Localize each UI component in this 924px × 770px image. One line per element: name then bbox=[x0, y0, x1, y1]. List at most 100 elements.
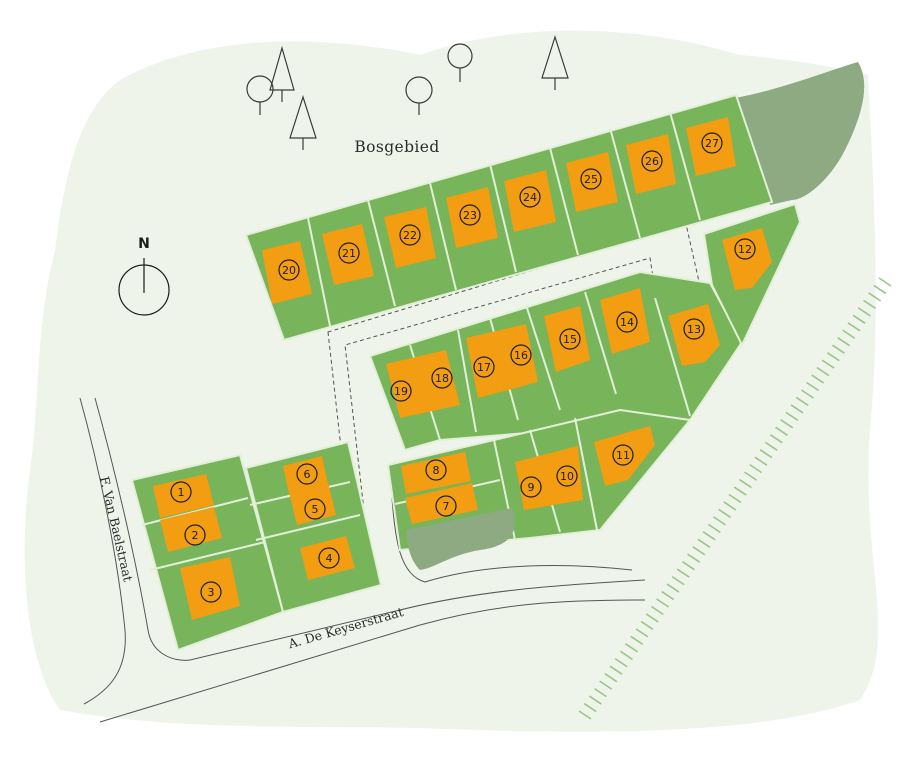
railway-tie bbox=[619, 650, 633, 660]
railway-tie bbox=[738, 478, 752, 489]
lot-20[interactable]: 20 bbox=[278, 259, 300, 281]
lot-number-label: 14 bbox=[620, 316, 634, 329]
lot-number-circle bbox=[431, 367, 453, 389]
north-label: N bbox=[138, 236, 150, 252]
railway-tie bbox=[811, 374, 825, 384]
railway-track bbox=[578, 277, 892, 720]
lot-number-circle bbox=[296, 463, 318, 485]
railway-tie bbox=[806, 381, 820, 392]
lot-22[interactable]: 22 bbox=[399, 224, 421, 246]
lot-number-label: 16 bbox=[514, 349, 528, 362]
railway-tie bbox=[821, 359, 835, 369]
railway-tie bbox=[857, 307, 871, 317]
lot-18[interactable]: 18 bbox=[431, 367, 453, 389]
lot-number-label: 23 bbox=[463, 209, 477, 222]
lot-1[interactable]: 1 bbox=[170, 481, 192, 503]
lot-5[interactable]: 5 bbox=[304, 498, 326, 520]
lot-numbers: 1234567891011121314151617181920212223242… bbox=[170, 132, 756, 603]
lot-number-label: 8 bbox=[433, 464, 440, 477]
railway-tie bbox=[863, 299, 876, 310]
railway-tie bbox=[630, 635, 644, 646]
lot-14[interactable]: 14 bbox=[616, 311, 638, 333]
lot-16[interactable]: 16 bbox=[510, 344, 532, 366]
lot-number-label: 4 bbox=[326, 552, 333, 565]
lot-15[interactable]: 15 bbox=[559, 328, 581, 350]
railway-tie bbox=[676, 568, 690, 578]
lot-number-circle bbox=[399, 224, 421, 246]
railway-tie bbox=[687, 553, 701, 563]
railway-tie bbox=[614, 658, 628, 668]
tree-conifer-icon bbox=[541, 35, 569, 90]
railway-tie bbox=[878, 277, 892, 287]
railway-tie bbox=[666, 583, 680, 593]
lot-number-label: 26 bbox=[645, 155, 659, 168]
lot-number-circle bbox=[556, 465, 578, 487]
lot-number-label: 7 bbox=[443, 500, 450, 513]
railway-tie bbox=[800, 389, 814, 399]
lot-23[interactable]: 23 bbox=[459, 204, 481, 226]
forest-patch-top bbox=[735, 62, 865, 205]
lot-27[interactable]: 27 bbox=[701, 132, 723, 154]
lot-3[interactable]: 3 bbox=[200, 581, 222, 603]
lot-number-circle bbox=[338, 242, 360, 264]
lot-7[interactable]: 7 bbox=[435, 495, 457, 517]
railway-tie bbox=[832, 344, 845, 354]
lot-26[interactable]: 26 bbox=[641, 150, 663, 172]
lot-number-label: 12 bbox=[738, 243, 752, 256]
lot-17[interactable]: 17 bbox=[473, 356, 495, 378]
lot-number-circle bbox=[519, 186, 541, 208]
railway-tie bbox=[645, 613, 659, 623]
lot-6[interactable]: 6 bbox=[296, 463, 318, 485]
lot-number-label: 18 bbox=[435, 372, 449, 385]
lot-9[interactable]: 9 bbox=[520, 476, 542, 498]
railway-tie bbox=[816, 366, 830, 377]
lot-number-circle bbox=[304, 498, 326, 520]
lot-number-circle bbox=[616, 311, 638, 333]
railway-tie bbox=[578, 710, 592, 720]
lot-number-circle bbox=[683, 318, 705, 340]
railway-tie bbox=[733, 486, 747, 496]
railway-tie bbox=[625, 643, 638, 653]
lot-number-circle bbox=[278, 259, 300, 281]
lot-number-label: 2 bbox=[192, 529, 199, 542]
lot-number-circle bbox=[459, 204, 481, 226]
lot-11[interactable]: 11 bbox=[612, 444, 634, 466]
lot-2[interactable]: 2 bbox=[184, 524, 206, 546]
lot-12[interactable]: 12 bbox=[734, 238, 756, 260]
lot-number-circle bbox=[473, 356, 495, 378]
lot-21[interactable]: 21 bbox=[338, 242, 360, 264]
railway-tie bbox=[852, 314, 866, 324]
lot-25[interactable]: 25 bbox=[580, 168, 602, 190]
lot-8[interactable]: 8 bbox=[425, 459, 447, 481]
railway-tie bbox=[744, 471, 757, 481]
lot-number-label: 10 bbox=[560, 470, 574, 483]
railway-tie bbox=[847, 322, 861, 332]
lot-number-label: 11 bbox=[616, 449, 630, 462]
railway-tie bbox=[780, 419, 794, 429]
railway-tie bbox=[650, 605, 664, 616]
railway-tie bbox=[656, 598, 670, 608]
railway-tie bbox=[723, 501, 737, 511]
railway-tie bbox=[837, 337, 851, 347]
tree-conifer-icon bbox=[289, 95, 317, 150]
lot-10[interactable]: 10 bbox=[556, 465, 578, 487]
lot-number-label: 6 bbox=[304, 468, 311, 481]
lot-number-circle bbox=[184, 524, 206, 546]
railway-tie bbox=[682, 561, 695, 571]
trees bbox=[246, 35, 569, 150]
railway-tie bbox=[635, 628, 649, 638]
railway-tie bbox=[749, 463, 763, 474]
lot-number-circle bbox=[425, 459, 447, 481]
lot-13[interactable]: 13 bbox=[683, 318, 705, 340]
railway-tie bbox=[604, 673, 618, 683]
lot-number-label: 17 bbox=[477, 361, 491, 374]
railway-tie bbox=[609, 665, 623, 675]
lot-4[interactable]: 4 bbox=[318, 547, 340, 569]
lot-24[interactable]: 24 bbox=[519, 186, 541, 208]
railway-tie bbox=[769, 434, 783, 444]
lot-19[interactable]: 19 bbox=[390, 380, 412, 402]
railway-tie bbox=[713, 516, 726, 526]
lot-number-circle bbox=[734, 238, 756, 260]
tree-round-icon bbox=[246, 75, 274, 115]
